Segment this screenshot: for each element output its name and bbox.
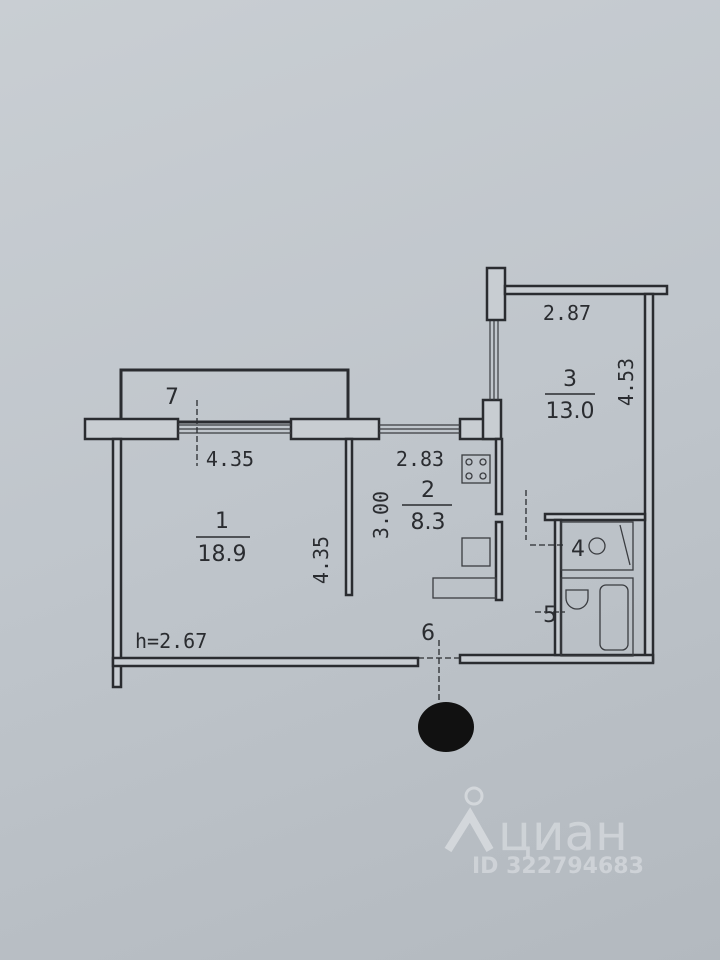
partition-wall — [494, 437, 504, 516]
window-lines — [178, 320, 499, 434]
toilet-icon — [588, 537, 606, 555]
room3-width: 2.87 — [543, 301, 591, 325]
room-3-number: 3 — [563, 367, 577, 392]
redaction-mark — [418, 702, 474, 752]
room-6-number: 6 — [421, 621, 435, 646]
room-1-number: 1 — [215, 509, 229, 534]
toilet-room — [560, 521, 634, 571]
sink-icon — [565, 589, 589, 610]
cian-logo — [444, 786, 494, 853]
partition-wall — [494, 520, 504, 602]
toilet-tank — [619, 524, 631, 566]
room1-width: 4.35 — [206, 447, 254, 471]
room-4-number: 4 — [571, 537, 585, 562]
wall-segment — [289, 417, 381, 441]
stove-icon — [461, 454, 491, 484]
wall-right — [643, 292, 655, 664]
wall-left — [111, 437, 123, 689]
wall-segment — [83, 417, 180, 441]
watermark-id: ID 322794683 — [472, 854, 644, 879]
bathroom — [560, 577, 634, 657]
partition-wall — [344, 437, 354, 597]
kitchen-counter — [432, 577, 497, 599]
room-1-area: 18.9 — [198, 542, 247, 567]
room2-width: 2.83 — [396, 447, 444, 471]
ceiling-height: h=2.67 — [135, 629, 207, 653]
wall-bottom — [111, 656, 420, 668]
wall-segment — [481, 398, 503, 441]
room1-length: 4.35 — [309, 536, 333, 584]
wall-corridor — [553, 518, 563, 657]
room3-length: 4.53 — [614, 358, 638, 406]
room-5-number: 5 — [543, 603, 557, 628]
bathtub-icon — [599, 584, 629, 651]
room2-length: 3.00 — [369, 491, 393, 539]
room-2-area: 8.3 — [411, 510, 446, 535]
room-2-number: 2 — [421, 478, 435, 503]
kitchen-sink-icon — [461, 537, 491, 567]
watermark-brand: циан — [498, 804, 628, 862]
wall-segment — [485, 266, 507, 322]
wall-top-room3 — [503, 284, 669, 296]
room-3-area: 13.0 — [546, 399, 595, 424]
wall-room3-bottom — [543, 512, 647, 522]
balcony-outline — [119, 368, 350, 424]
room-7-number: 7 — [165, 385, 179, 410]
